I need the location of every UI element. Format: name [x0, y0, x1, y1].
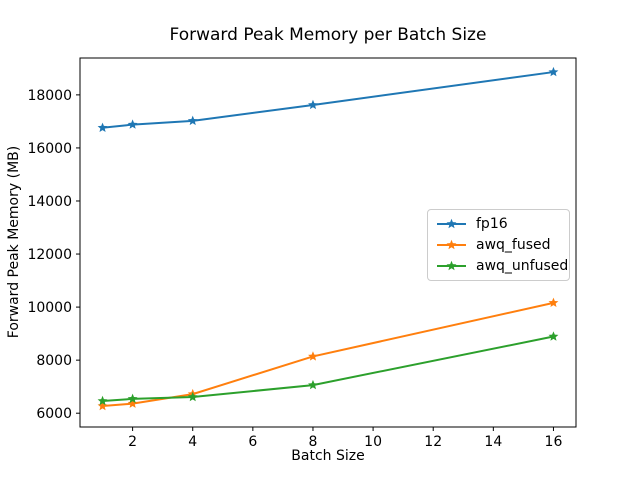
x-tick-label: 2: [128, 434, 137, 450]
series-marker-fp16: [187, 115, 198, 126]
awq-unfused-line-marker-icon: [437, 261, 466, 271]
plot-border: [79, 57, 577, 428]
series-marker-awq_fused: [127, 398, 138, 408]
legend-label-awq-fused: awq_fused: [476, 236, 551, 253]
x-tick-label: 10: [364, 434, 382, 450]
series-marker-awq_fused: [308, 351, 318, 361]
x-tick-label: 4: [188, 434, 197, 450]
fp16-line-marker-icon: [437, 218, 466, 228]
x-tick-label: 6: [248, 434, 257, 450]
x-tick-label: 14: [484, 434, 502, 450]
x-tick-label: 12: [424, 434, 442, 450]
y-axis-label: Forward Peak Memory (MB): [6, 146, 22, 338]
legend-label-fp16: fp16: [476, 215, 508, 232]
series-marker-awq_unfused: [308, 379, 318, 390]
y-tick-label: 14000: [27, 194, 72, 210]
x-tick-label: 8: [309, 434, 318, 450]
legend-entry-awq-fused: awq_fused: [436, 237, 561, 253]
x-axis-label: Batch Size: [291, 448, 364, 464]
y-tick-label: 12000: [27, 247, 72, 263]
x-tick-label: 16: [545, 434, 563, 450]
legend: fp16 awq_fused awq_unfused: [427, 209, 570, 281]
series-marker-awq_fused: [548, 297, 559, 308]
legend-entry-awq-unfused: awq_unfused: [436, 258, 568, 274]
series-marker-fp16: [308, 99, 318, 110]
series-line-awq_fused: [101, 301, 555, 408]
y-tick-label: 18000: [27, 88, 72, 104]
series-marker-awq_fused: [97, 400, 108, 411]
y-tick-label: 16000: [27, 141, 72, 157]
series-marker-awq_unfused: [548, 331, 559, 341]
awq-fused-line-marker-icon: [437, 239, 466, 250]
legend-label-awq-unfused: awq_unfused: [476, 258, 569, 275]
legend-entry-fp16: fp16: [436, 216, 561, 232]
y-tick-label: 8000: [36, 353, 72, 369]
chart-title: Forward Peak Memory per Batch Size: [170, 25, 487, 45]
y-tick-label: 6000: [36, 406, 72, 422]
series-marker-fp16: [548, 66, 559, 77]
series-marker-fp16: [127, 119, 138, 129]
series-marker-awq_unfused: [187, 391, 198, 402]
series-line-awq_unfused: [101, 335, 555, 402]
plot-content: 2 4 6 8 10 12 14 16 6000 8000 10000 12000 14000 16000…: [27, 57, 577, 450]
series-line-fp16: [101, 71, 555, 129]
series-marker-fp16: [97, 122, 108, 132]
series-marker-awq_unfused: [127, 393, 138, 404]
series-marker-awq_unfused: [97, 395, 108, 406]
y-tick-label: 10000: [27, 300, 72, 316]
